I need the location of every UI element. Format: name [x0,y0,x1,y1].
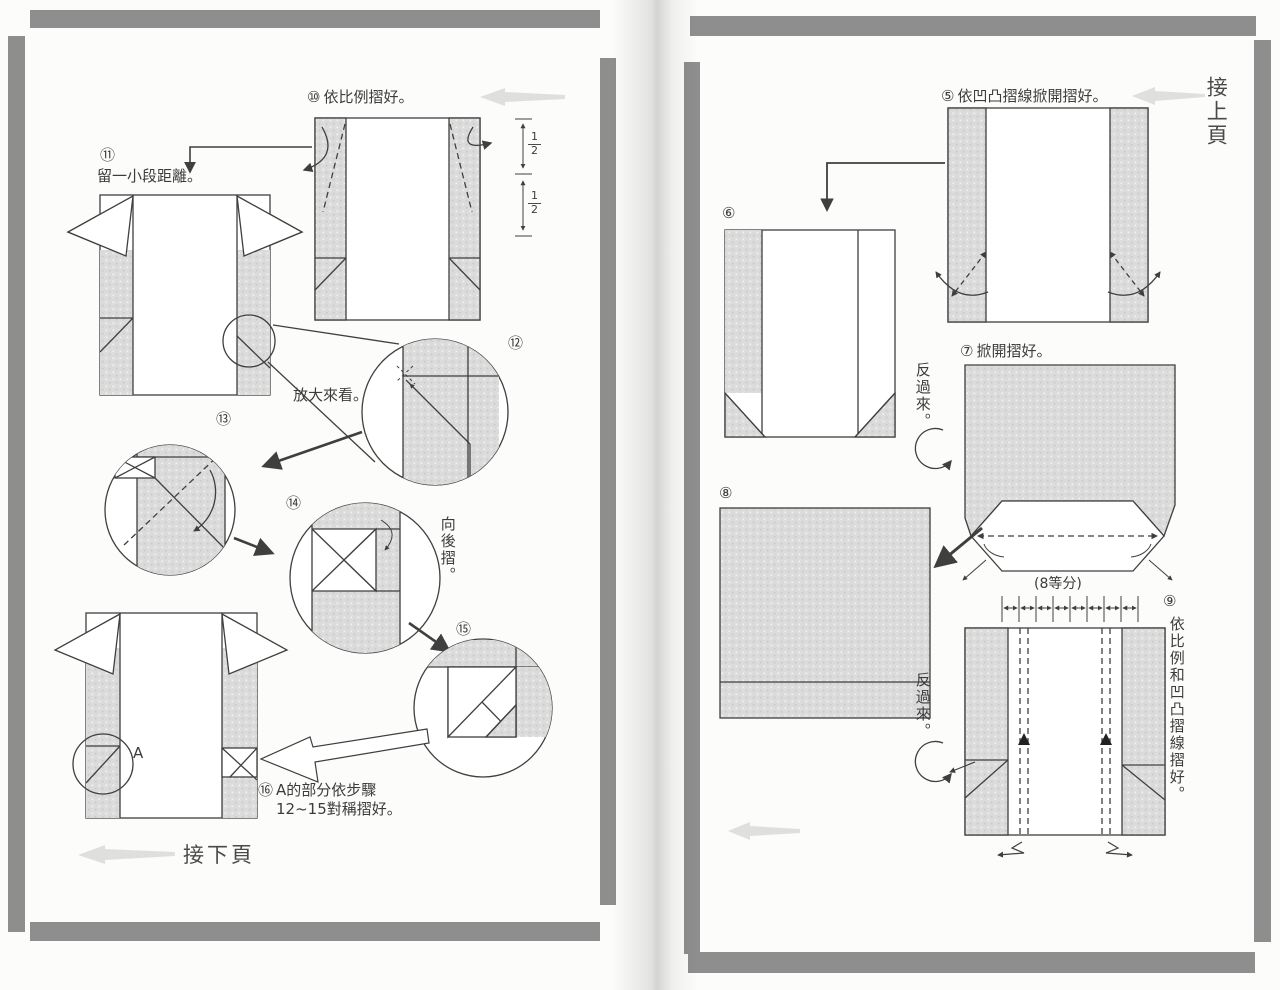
turn-over-arrow-upper [914,427,952,471]
right-page-top-border [690,16,1256,36]
magnify-note: 放大來看。 [293,386,369,404]
step10-number: ⑩ [307,88,321,106]
arrow-step7-to-step8 [933,526,983,569]
hollow-arrow-step15-to-model [259,728,430,783]
step9-diagram [949,627,1166,858]
step13-number: ⑬ [216,410,232,428]
right-page-left-border [684,62,700,954]
step15-number: ⑮ [456,620,472,638]
fold-backwards-note: 向後摺。 [438,516,457,584]
step8-number: ⑧ [719,484,733,502]
step14-diagram [289,502,441,654]
step16-text-line2: 12~15對稱摺好。 [276,799,402,818]
binding-gutter-shadow [612,0,698,990]
left-page-top-border [30,10,600,28]
left-page-right-border [600,58,616,905]
continued-from-previous-page-link: 接上頁 [1204,76,1229,148]
dimension-fraction-bottom: 1 2 [528,189,541,216]
step12-number: ⑫ [508,334,524,352]
step6-diagram [724,229,896,438]
step12-diagram [361,338,509,486]
point-a-label: A [133,744,144,762]
step10-diagram [302,117,493,321]
step5-diagram [935,107,1161,323]
step11-text: 留一小段距離。 [97,167,203,185]
arrow-step10-to-step11 [184,146,312,174]
arrow-step13-to-step14 [233,536,275,556]
step7-number: ⑦ [960,342,974,360]
right-page-right-border [1254,40,1271,942]
step13-diagram [104,444,236,576]
step9-text: 依比例和凹凸摺線摺好。 [1167,616,1186,803]
arrow-step14-to-step15 [408,621,452,653]
turn-over-note-upper: 反過來。 [913,362,932,430]
step10-text: 依比例摺好。 [323,88,414,106]
right-page-bottom-border [688,952,1255,973]
scan-artifact-arrows [78,87,1205,864]
left-page-bottom-border [30,922,600,941]
turn-over-arrow-lower [914,740,952,784]
step16-number: ⑯ [258,781,274,799]
step11-number: ⑪ [100,146,116,164]
arrow-step12-to-step13 [261,430,363,470]
step7-diagram [962,364,1176,581]
eight-divisions-scale [1001,596,1139,622]
step9-number: ⑨ [1163,592,1177,610]
step8-diagram [719,507,931,719]
left-page-left-border [8,36,25,932]
step16-text-line1: A的部分依步驟 [276,781,377,799]
turn-over-note-lower: 反過來。 [913,672,932,740]
step5-text: 依凹凸摺線掀開摺好。 [957,87,1108,105]
step14-number: ⑭ [286,494,302,512]
dimension-fraction-top: 1 2 [528,130,541,157]
step15-diagram [413,638,553,778]
step10-dimension-marks [515,118,532,237]
eight-divisions-label: (8等分) [1034,576,1082,592]
step6-number: ⑥ [722,204,736,222]
step11-diagram [66,194,400,463]
arrow-step5-to-step6 [820,162,945,213]
step16-model-diagram [53,612,289,819]
continue-next-page-link: 接下頁 [183,843,255,867]
step7-text: 掀開摺好。 [976,342,1052,360]
step5-number: ⑤ [941,87,955,105]
